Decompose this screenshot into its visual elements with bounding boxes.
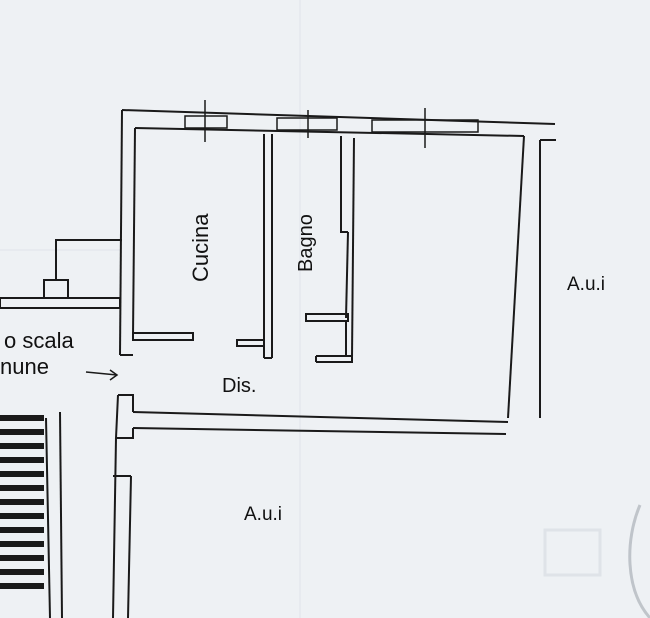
label-aui-right: A.u.i: [567, 274, 605, 295]
label-aui-bottom: A.u.i: [244, 504, 282, 525]
label-cucina: Cucina: [188, 213, 213, 282]
label-bagno: Bagno: [295, 214, 317, 272]
entrance-arrow-icon: [85, 369, 119, 381]
label-dis: Dis.: [222, 375, 256, 397]
label-scala-line2: nune: [0, 354, 49, 379]
stair-treads: [0, 415, 44, 589]
walls: [0, 100, 556, 618]
label-scala-line1: o scala: [4, 328, 74, 353]
